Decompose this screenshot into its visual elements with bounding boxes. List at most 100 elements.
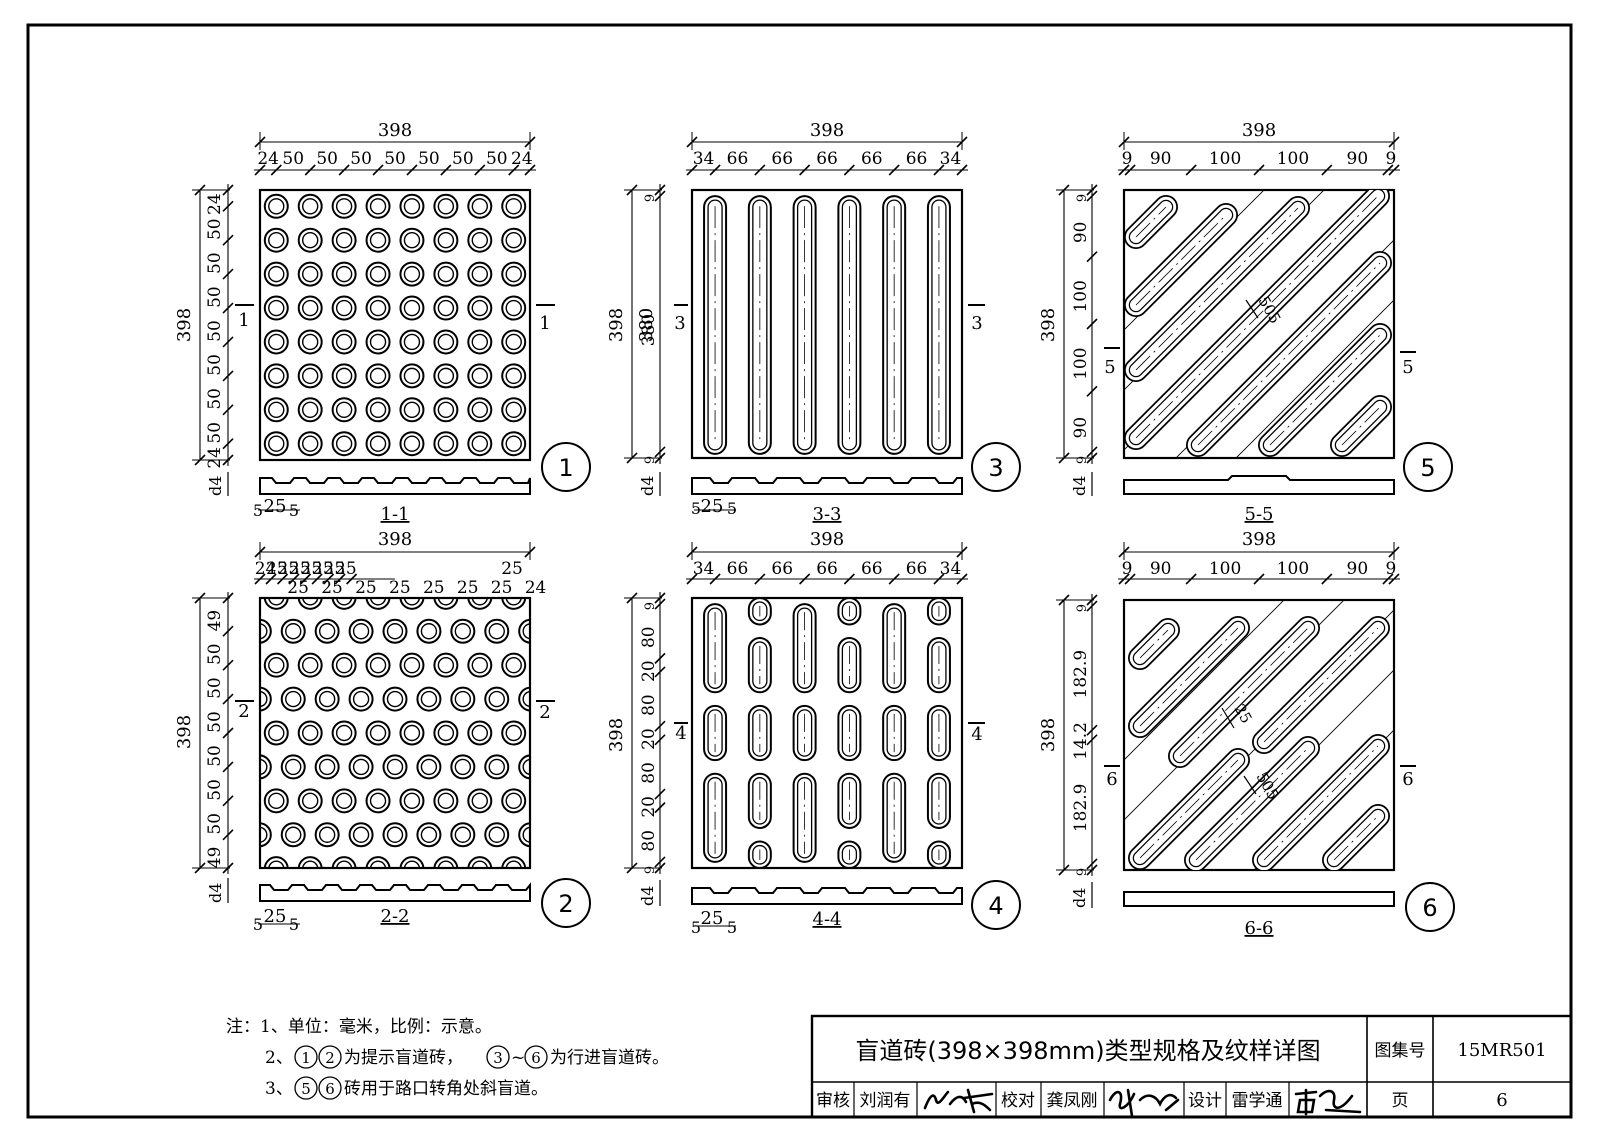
tile-2-xdim-top-label-5: 25 — [312, 559, 334, 579]
tile-1-width-label: 398 — [378, 120, 412, 141]
tile-5-section-mark-left: 5 — [1104, 357, 1115, 378]
tile-4-height-label: 398 — [606, 718, 627, 752]
tile-1-ydim-tick — [222, 454, 234, 466]
tile-2-dot-inner — [335, 860, 353, 868]
tile-3-bar-outer — [703, 195, 728, 455]
tile-1-dot-inner — [471, 232, 488, 249]
tile-2-dot-inner — [488, 690, 505, 708]
tile-2-dot-outer — [484, 618, 510, 644]
tile-2-dot-inner — [302, 598, 319, 606]
tile-1-dot-inner — [403, 401, 421, 418]
tile-4-xdim-label-0: 34 — [693, 559, 715, 579]
tile-1-ydim-tick — [222, 200, 234, 212]
tile-2-dot-outer — [260, 618, 272, 644]
tile-3-ydim-tick — [654, 190, 666, 202]
tile-3-d-label: d4 — [638, 476, 657, 496]
tile-6-xdim-tick — [1124, 573, 1136, 585]
tile-6-ydim-label-4: 9 — [1075, 868, 1090, 876]
tile-5-ydim-tick — [1086, 446, 1098, 458]
tile-4-section-mark-left: 4 — [675, 723, 686, 744]
tile-1-dot-outer — [399, 193, 425, 219]
tile-5-xdim-tick — [1185, 164, 1197, 176]
tile-2-dot-outer — [331, 720, 357, 746]
tile-1-dot-inner — [403, 333, 421, 351]
tile-1-dot-inner — [471, 299, 488, 317]
tile-2-dot-inner — [302, 656, 319, 674]
tile-2-dot-outer — [501, 598, 527, 610]
tile-1-dot-outer — [263, 193, 289, 219]
check-label: 校对 — [1001, 1091, 1035, 1111]
tile-2-dot-inner — [285, 690, 302, 708]
tile-1-dot-outer — [263, 397, 289, 423]
tile-2-dot-outer — [231, 857, 254, 880]
tile-1-dot-outer — [501, 261, 527, 287]
tile-4-ydim-tick — [654, 598, 666, 610]
tile-4-d-label: d4 — [638, 886, 657, 906]
tile-4-bar-pattern — [703, 597, 951, 870]
tile-1-bottom-dim-b: 25 — [264, 496, 287, 517]
tile-5-ydim-label-3: 100 — [1071, 347, 1091, 379]
tile-1-dot-inner — [335, 232, 353, 249]
tile-1-dot-outer — [467, 295, 493, 321]
tile-1-dot-outer — [331, 397, 357, 423]
tile-2-dot-inner — [268, 792, 285, 810]
tile-2-dot-inner — [505, 656, 522, 674]
tile-2-dot-outer — [280, 754, 306, 780]
tile-1-dot-outer — [331, 295, 357, 321]
tile-2-ydim-label-4: 50 — [205, 745, 225, 767]
tile-2-dot-outer — [260, 686, 272, 712]
tile-2-dot-outer — [260, 754, 272, 780]
tile-2-dot-inner — [352, 623, 370, 640]
tile-1-d-label: d4 — [206, 476, 225, 496]
tile-1-overall-h-tick — [194, 184, 206, 196]
tile-5-bar-centerline — [1135, 206, 1167, 238]
tile-2-dot-inner — [352, 758, 370, 776]
tile-2-dot-outer — [536, 857, 559, 880]
tile-5-bar-centerline — [1341, 406, 1381, 446]
tile-2-dot-outer — [433, 856, 459, 868]
tile-5-xdim-tick — [1388, 164, 1400, 176]
tile-5-overall-h-tick — [1058, 452, 1070, 464]
tile-1-dot-outer — [433, 193, 459, 219]
tile-2-ydim-label-6: 50 — [205, 813, 225, 835]
tile-1-xdim-tick — [254, 164, 266, 176]
tile-2-ydim-label-7: 49 — [205, 847, 225, 869]
tile-6-bar-centerline — [1195, 747, 1309, 861]
tile-3-ydim-tick — [654, 184, 666, 196]
tile-1-dot-inner — [268, 435, 285, 452]
tile-3-bar-inner — [886, 199, 902, 451]
tile-1-dot-inner — [369, 198, 387, 215]
tile-4-bar-inner — [752, 777, 768, 825]
tile-5-number-circle — [1403, 442, 1453, 492]
tile-1-dot-inner — [268, 299, 285, 317]
tile-2-dot-outer — [450, 618, 476, 644]
tile-1-section-mark-right: 1 — [539, 313, 550, 334]
tile-2-dot-outer — [231, 654, 254, 677]
tile-2-xdim-top-tick — [311, 573, 323, 585]
tile-1-dot-inner — [369, 333, 387, 351]
tile-4-bar-outer — [747, 704, 772, 762]
tile-1-dot-grid — [263, 193, 527, 457]
tile-5-xdim-label-0: 9 — [1122, 149, 1133, 169]
tile-2-ydim-tick — [222, 795, 234, 807]
tile-2-dot-inner — [235, 658, 250, 673]
tile-2-dot-outer — [314, 822, 340, 848]
tile-4-bar-inner — [841, 709, 858, 757]
tile-2-dot-outer — [365, 652, 391, 678]
tile-2-dot-outer — [484, 686, 510, 712]
tile-4-section-profile — [691, 887, 963, 905]
tile-4-ydim-tick — [654, 720, 666, 732]
tile-4-bar-outer — [747, 840, 772, 870]
tile-1-dot-inner — [335, 265, 353, 283]
tile-1-ydim-tick — [222, 184, 234, 196]
tile-1-dot-outer — [467, 261, 493, 287]
tile-2-dot-inner — [540, 726, 555, 741]
tile-6-bar-centerline — [1263, 745, 1379, 861]
tile-4-bar-inner — [931, 709, 947, 757]
tile-6-xdim-label-0: 9 — [1122, 559, 1133, 579]
tile-5-ydim-label-0: 9 — [1075, 194, 1090, 202]
tile-4-bottom-dim-a: 5 — [691, 918, 701, 937]
